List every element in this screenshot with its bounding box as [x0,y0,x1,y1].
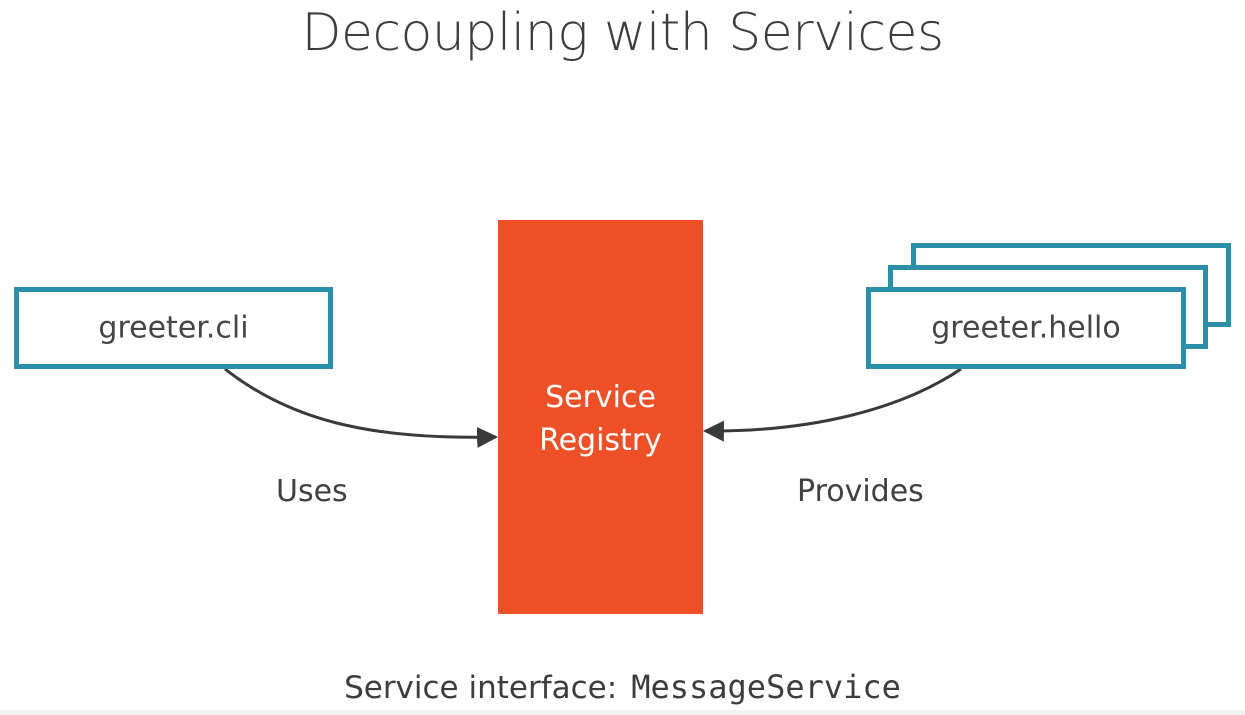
service-registry-block: Service Registry [498,220,703,614]
uses-label: Uses [276,474,348,509]
service-interface-name: MessageService [631,668,901,706]
greeter-cli-module-label: greeter.cli [98,310,249,346]
greeter-hello-module-label: greeter.hello [931,310,1121,346]
greeter-cli-module-box: greeter.cli [14,287,333,369]
uses-arrow [224,367,499,448]
slide-title: Decoupling with Services [301,3,944,63]
provides-arrow [702,367,962,442]
service-registry-label: Service Registry [498,376,703,462]
service-registry-label-line2: Registry [539,423,662,458]
service-registry-label-line1: Service [545,380,656,415]
bottom-divider [0,710,1245,715]
provides-label: Provides [797,474,924,509]
service-interface-prefix: Service interface: [344,670,618,706]
greeter-hello-module-box: greeter.hello [866,287,1186,369]
service-interface-caption: Service interface: MessageService [0,668,1245,706]
